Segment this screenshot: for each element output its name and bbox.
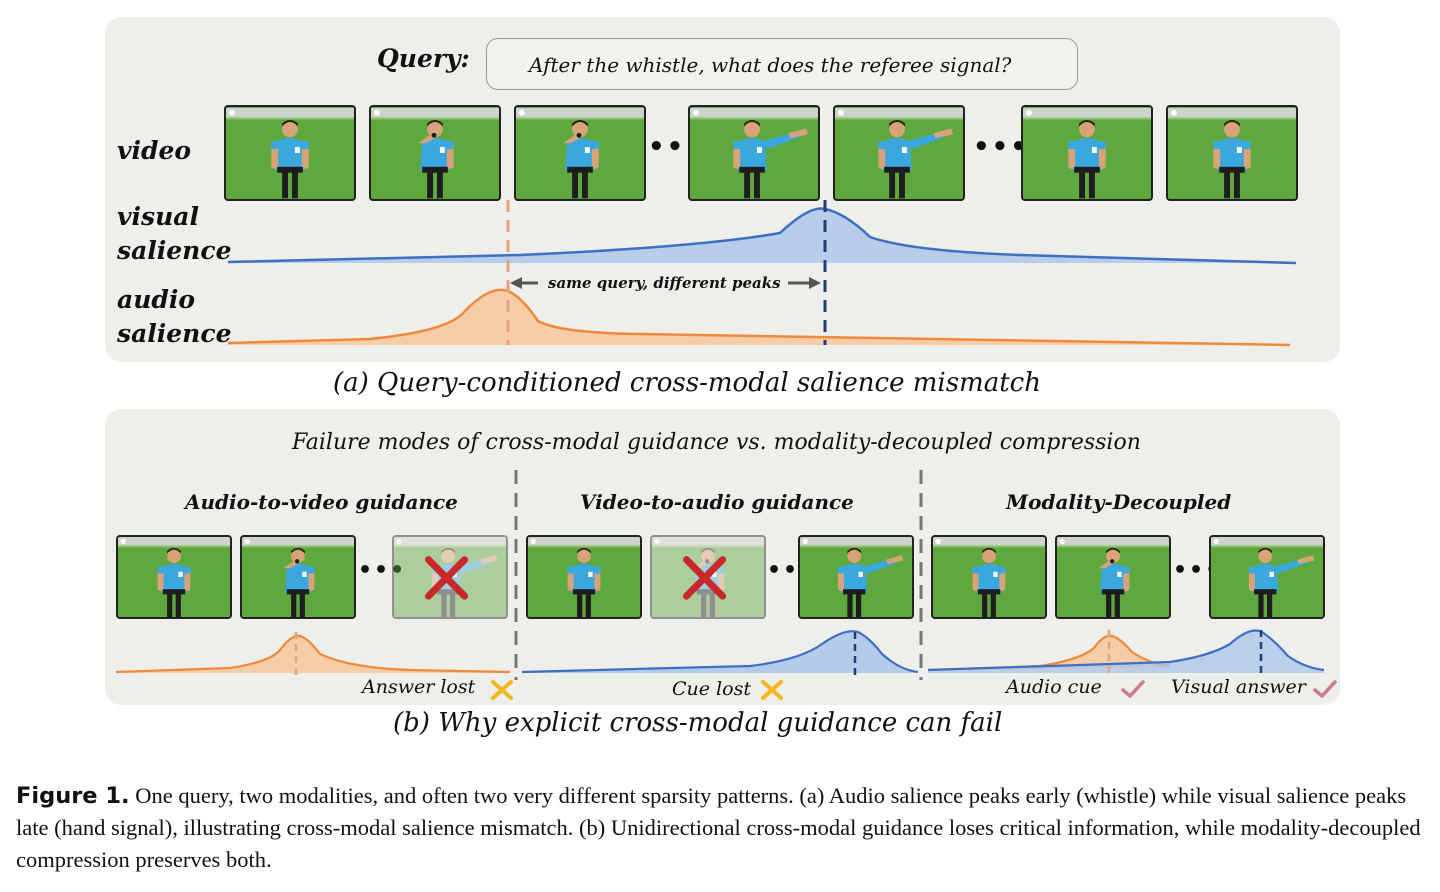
row-label-video: video [117, 136, 192, 165]
col2-title: Video-to-audio guidance [580, 490, 854, 514]
audio-salience-fill [228, 289, 1290, 345]
col1-title: Audio-to-video guidance [185, 490, 458, 514]
row-label-visual: visual [117, 202, 199, 231]
figure-caption-text: One query, two modalities, and often two… [16, 783, 1421, 872]
col3-title: Modality-Decoupled [1006, 490, 1232, 514]
video-frame [1166, 105, 1298, 201]
video-frame [1021, 105, 1153, 201]
audio-salience-curve [227, 288, 1291, 347]
figure-caption: Figure 1. One query, two modalities, and… [16, 780, 1436, 876]
video-frame [1055, 535, 1171, 619]
query-label: Query: [377, 44, 470, 73]
video-frame [798, 535, 914, 619]
visual-salience-fill [228, 208, 1296, 263]
row-label-audio: audio [117, 285, 196, 314]
video-frame [688, 105, 820, 201]
caption-b: (b) Why explicit cross-modal guidance ca… [393, 708, 1003, 738]
video-frame [526, 535, 642, 619]
salience-plot-b [115, 629, 1325, 676]
col1-result: Answer lost [362, 676, 476, 698]
row-label-visual-salience: salience [117, 236, 232, 265]
video-frame [116, 535, 232, 619]
column-divider [919, 470, 923, 680]
panel-b-heading: Failure modes of cross-modal guidance vs… [292, 430, 1141, 455]
video-frame [514, 105, 646, 201]
caption-a: (a) Query-conditioned cross-modal salien… [333, 368, 1041, 398]
check-mark-icon [1121, 680, 1145, 698]
video-frame [369, 105, 501, 201]
salience-plot-a [227, 200, 1297, 347]
visual-salience-curve [227, 207, 1297, 265]
col3-result-audio: Audio cue [1006, 676, 1102, 698]
query-box: After the whistle, what does the referee… [486, 38, 1078, 90]
video-frame [833, 105, 965, 201]
red-cross-icon [652, 537, 764, 617]
video-frame [240, 535, 356, 619]
row-label-audio-salience: salience [117, 319, 232, 348]
peak-note: same query, different peaks [548, 274, 781, 292]
col2-result: Cue lost [672, 678, 751, 700]
check-mark-icon [1313, 680, 1337, 698]
column-divider [514, 470, 518, 680]
arrow-right-icon [809, 277, 821, 289]
figure-label: Figure 1. [16, 783, 130, 809]
video-frame [1209, 535, 1325, 619]
x-mark-icon [491, 680, 513, 700]
ellipsis-icon: ••• [973, 132, 1029, 162]
video-frame [224, 105, 356, 201]
col3-result-visual: Visual answer [1171, 676, 1306, 698]
x-mark-icon [761, 680, 783, 700]
red-cross-icon [394, 537, 506, 617]
query-text: After the whistle, what does the referee… [529, 53, 1012, 77]
arrow-left-icon [510, 277, 522, 289]
video-frame [931, 535, 1047, 619]
